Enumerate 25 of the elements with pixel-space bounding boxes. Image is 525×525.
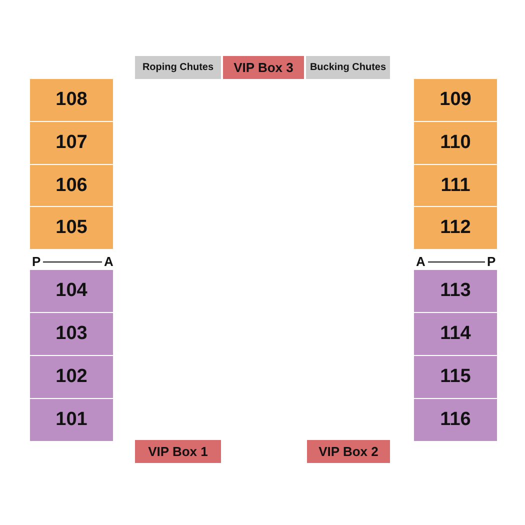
vip-box: VIP Box 2	[307, 440, 390, 463]
vip-box: VIP Box 1	[135, 440, 221, 463]
chute-area: Roping Chutes	[135, 56, 221, 79]
seating-section: 116	[414, 399, 497, 441]
seating-section: 107	[30, 122, 113, 164]
seating-section: 109	[414, 79, 497, 121]
vip-box: VIP Box 3	[223, 56, 304, 79]
stage-side-label: P	[487, 254, 496, 269]
chute-area: Bucking Chutes	[306, 56, 390, 79]
seating-section: 105	[30, 207, 113, 249]
stage-side-label: A	[104, 254, 114, 269]
seating-section: 111	[414, 165, 497, 206]
seating-section: 113	[414, 270, 497, 312]
seating-section: 106	[30, 165, 113, 206]
seating-section: 110	[414, 122, 497, 164]
seating-section: 112	[414, 207, 497, 249]
seating-section: 104	[30, 270, 113, 312]
stage-side-label: P	[32, 254, 41, 269]
seating-section: 114	[414, 313, 497, 355]
seating-section: 101	[30, 399, 113, 441]
stage-side-label: A	[416, 254, 426, 269]
seating-section: 102	[30, 356, 113, 398]
seating-section: 103	[30, 313, 113, 355]
seating-section: 108	[30, 79, 113, 121]
seating-section: 115	[414, 356, 497, 398]
